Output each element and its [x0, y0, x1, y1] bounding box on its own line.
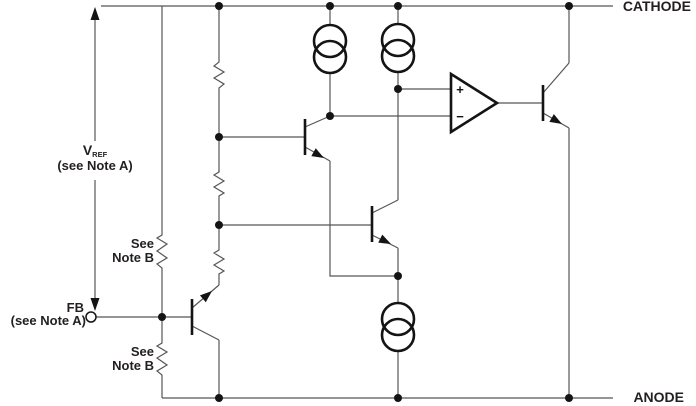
- q2-emitter-arrow: [311, 148, 324, 158]
- current-source-1: [312, 23, 348, 75]
- wires: [94, 5, 613, 399]
- vref-arrowheads: [90, 7, 100, 311]
- opamp-triangle: [449, 71, 500, 135]
- cs1-column-wire: [329, 6, 398, 277]
- vref-arrow-down: [90, 298, 100, 311]
- see-note-b-lower-line1: See: [130, 344, 154, 359]
- q1-legs: [191, 284, 220, 341]
- anode-terminal-label: ANODE: [633, 389, 684, 405]
- resistor-r2: [212, 170, 226, 198]
- resistor-r3: [212, 248, 226, 276]
- q4-emitter-arrow: [549, 114, 562, 124]
- see-note-b-upper-line1: See: [130, 236, 154, 251]
- vref-subscript: REF: [92, 150, 108, 159]
- symbols: [190, 22, 545, 353]
- current-source-2: [380, 22, 416, 74]
- vref-symbol: V: [82, 142, 93, 158]
- vref-note: (see Note A): [57, 158, 133, 173]
- see-note-b-upper: See Note B: [58, 237, 154, 264]
- vref-arrow-up: [90, 7, 100, 20]
- see-note-b-upper-line2: Note B: [112, 249, 154, 265]
- q3-emitter-arrow: [378, 234, 391, 244]
- current-source-3: [380, 301, 416, 353]
- resistor-r1: [212, 60, 226, 90]
- see-note-b-lower-line2: Note B: [112, 357, 154, 373]
- see-note-b-lower: See Note B: [58, 345, 154, 372]
- opamp-minus-sign: −: [456, 109, 464, 124]
- q1-emitter-arrow: [199, 291, 212, 303]
- vref-label: VREF: [35, 142, 155, 160]
- opamp-plus-sign: +: [456, 82, 464, 97]
- fb-note: (see Note A): [10, 313, 86, 328]
- cathode-terminal-label: CATHODE: [622, 0, 691, 14]
- resistor-note-b-upper: [155, 232, 169, 272]
- emitter-arrows: [199, 114, 562, 303]
- fb-terminal: [85, 311, 97, 323]
- resistor-note-b-lower: [155, 340, 169, 378]
- junction-dots: [158, 2, 573, 402]
- fb-terminal-label: FB: [66, 300, 84, 315]
